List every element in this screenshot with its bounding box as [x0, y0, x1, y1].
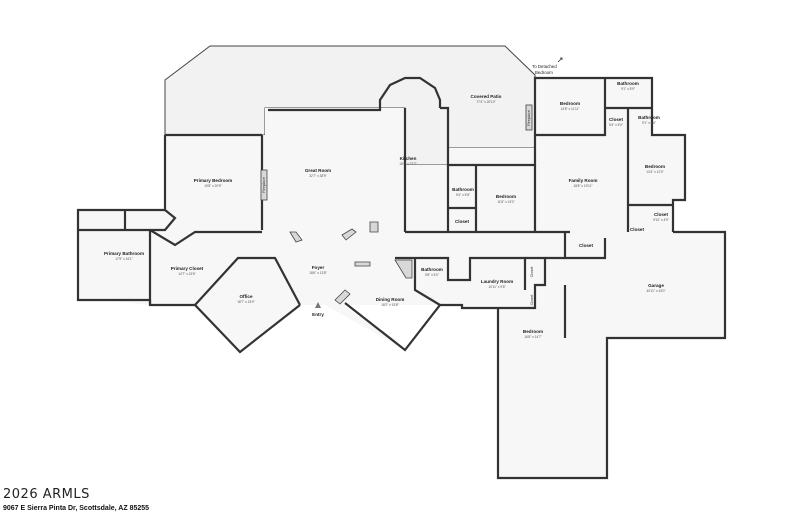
- room-dim: 9'1" x 5'6": [642, 121, 656, 125]
- room-dim: 13'4" x 12'0": [646, 170, 663, 174]
- room-name: Closet: [609, 117, 624, 122]
- room-name: Closet: [579, 243, 594, 248]
- room-dim: 40'11" x 43'0": [646, 289, 665, 293]
- room-name: Covered Patio: [471, 94, 502, 99]
- room-name: Primary Closet: [171, 266, 204, 271]
- detached-label-line1: To Detached: [532, 64, 557, 69]
- room-name: Bedroom: [560, 101, 580, 106]
- room-dim: 19'8" x 20'9": [204, 184, 221, 188]
- entry-label: Entry: [312, 312, 324, 317]
- room-name: Closet: [630, 227, 645, 232]
- room-name: Primary Bathroom: [104, 251, 144, 256]
- column: [354, 261, 371, 267]
- room-name: Garage: [648, 283, 664, 288]
- column: [394, 259, 413, 279]
- fireplace-right-label: Fireplace: [527, 110, 531, 126]
- watermark: 2026 ARMLS: [3, 487, 90, 502]
- room-dim: 18'8" x 19'11": [573, 184, 592, 188]
- column: [369, 221, 379, 233]
- room-dim: 18'7" x 15'0": [237, 300, 254, 304]
- room-dim: 14'7" x 15'6": [178, 272, 195, 276]
- column: [289, 231, 303, 243]
- room-dim: 9'1" x 5'9": [621, 87, 635, 91]
- detached-label-line2: Bedroom: [535, 70, 553, 75]
- room-name: Bathroom: [452, 187, 474, 192]
- room-dim: 5'4" x 5'8": [456, 193, 470, 197]
- room-name: Laundry Room: [481, 279, 513, 284]
- room-dim: 9'10" x 4'9": [653, 218, 669, 222]
- house-floor: [78, 78, 725, 478]
- room-name: Foyer: [312, 265, 325, 270]
- entry-arrow-icon: [315, 302, 321, 308]
- room-name: Closet: [455, 219, 470, 224]
- room-name: Family Room: [569, 178, 598, 183]
- column: [334, 289, 351, 305]
- room-name: Closet: [530, 294, 534, 306]
- address-caption: 9067 E Sierra Pinta Dr, Scottsdale, AZ 8…: [3, 505, 150, 512]
- room-dim: 18'2" x 15'8": [381, 303, 398, 307]
- room-name: Closet: [654, 212, 669, 217]
- room-name: Bathroom: [638, 115, 660, 120]
- room-name: Closet: [530, 266, 534, 278]
- column: [341, 228, 357, 241]
- detached-arrow-icon: [557, 57, 563, 63]
- room-name: Dining Room: [376, 297, 405, 302]
- room-name: Bedroom: [496, 194, 516, 199]
- room-name: Great Room: [305, 168, 331, 173]
- fireplace-left-label: Fireplace: [262, 177, 266, 193]
- room-dim: 17'9" x 16'1": [115, 257, 132, 261]
- room-dim: 10'11" x 9'8": [488, 285, 505, 289]
- room-name: Bedroom: [523, 329, 543, 334]
- room-name: Office: [239, 294, 252, 299]
- room-dim: 15'0" x 22'2": [399, 162, 416, 166]
- room-dim: 5'4" x 5'0": [609, 123, 623, 127]
- room-dim: 18'6" x 13'8": [309, 271, 326, 275]
- room-dim: 9'8" x 5'0": [425, 273, 439, 277]
- room-name: Primary Bedroom: [194, 178, 233, 183]
- room-dim: 16'8" x 14'7": [524, 335, 541, 339]
- room-name: Kitchen: [400, 156, 417, 161]
- room-name: Bathroom: [617, 81, 639, 86]
- room-dim: 77'4" x 20'10": [476, 100, 495, 104]
- fireplace-right-icon: [525, 104, 533, 131]
- room-labels: Covered Patio 77'4" x 20'10" Bedroom 14'…: [104, 64, 669, 339]
- room-dim: 32'7" x 38'9": [309, 174, 326, 178]
- room-dim: 11'8" x 13'0": [497, 200, 514, 204]
- room-name: Bedroom: [645, 164, 665, 169]
- room-dim: 14'8" x 11'11": [561, 107, 580, 111]
- fireplace-left-icon: [260, 169, 268, 201]
- room-name: Bathroom: [421, 267, 443, 272]
